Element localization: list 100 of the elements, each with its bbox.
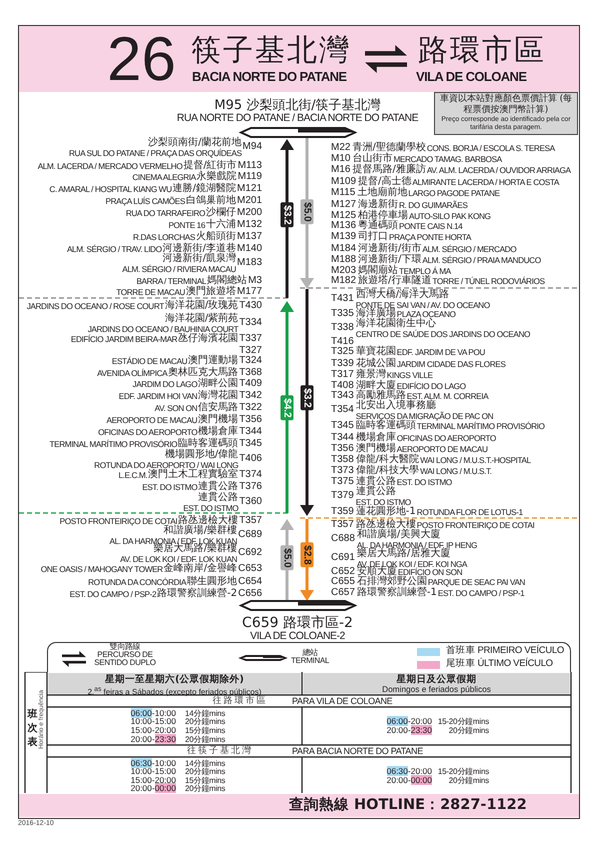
stop-name: OFICINAS DO AEROPORTO — [98, 428, 198, 436]
stop-name: 連貫公路 — [198, 481, 238, 492]
fare-label: $5.0 — [280, 545, 294, 571]
stop-code: T339 — [331, 358, 354, 370]
frequency: 20分鐘mins — [448, 776, 489, 784]
destination-name: BACIA NORTE DO PATANE — [192, 69, 346, 84]
stop-name: 十六浦 — [206, 219, 236, 230]
stop-code: T368 — [239, 367, 262, 379]
stop-name: AL. DA HARMONIA / EDF. IP HENG — [356, 540, 477, 550]
stop-code: T356 — [239, 414, 262, 426]
fare-label: $4.2 — [280, 395, 294, 421]
stop-name: AVENIDA OLÍMPICA — [97, 368, 168, 378]
stop-code: T338 — [331, 322, 354, 334]
stop-code: M136 — [331, 220, 356, 232]
stop-name: WAI LONG / M.U.S.T.-HOSPITAL — [420, 456, 531, 464]
header-text: Domingos e feriados públicos — [381, 685, 492, 694]
stop-name: TORRE / TÚNEL RODOVIÁRIOS — [432, 276, 545, 286]
stop-code: T345 — [239, 438, 262, 450]
stop-code: T430 — [239, 300, 262, 312]
stop-name: BARRA / TERMINAL — [136, 276, 206, 286]
stop-name: OFICINAS DO AEROPORTO — [396, 434, 496, 442]
stop-name: M95 沙梨頭北街/筷子基北灣 — [213, 98, 382, 113]
stop-name: 海洋廣場 — [356, 308, 396, 319]
stop-name: SERVIÇOS DA MIGRAÇÃO DE PAC ON — [356, 412, 494, 420]
stop-name: 臨時客運碼頭 — [356, 420, 416, 432]
stop-name: 奧林匹克大馬路 — [168, 367, 238, 378]
stop-name: L.E.C.M. — [118, 470, 148, 480]
stop-name: EST. DO ISTMO — [396, 478, 452, 486]
time-range: 10:00-15:00 — [130, 767, 176, 776]
stop-name: EST. DO ISTMO — [183, 504, 238, 512]
stop-code: C652 — [331, 566, 355, 577]
stop-name: 連貫公路 — [356, 476, 396, 487]
stop-name: EST. DO ISTMO — [356, 498, 411, 506]
stop-name: POSTO FRONTEIRIÇO DE COTAI — [60, 516, 178, 526]
stop-code: T345 — [331, 420, 354, 432]
section-title: 班次表 — [27, 708, 38, 750]
frequency: 15分鐘mins — [185, 776, 226, 784]
stop-name: 火船頭街 — [196, 231, 236, 242]
time-range: 06:30-10:00 — [130, 758, 176, 768]
footer-band — [19, 794, 579, 817]
stop-name: 連貫公路 — [198, 492, 238, 504]
stop-code: M121 — [236, 183, 262, 195]
stop-name: LARGO PAGODE PATANE — [408, 188, 500, 198]
stop-name: 澳門機場 — [198, 414, 238, 426]
stop-code: T335 — [331, 308, 354, 320]
stop-code: T406 — [239, 453, 262, 465]
stop-name: JARDINS DO OCEANO / BAUHINIA COURT — [88, 324, 238, 334]
stop-code: M94 — [242, 141, 262, 153]
stop-name: 安順大廈 — [356, 566, 397, 577]
stop-code: M119 — [238, 171, 262, 183]
stop-name: 河邊新街/李道巷 — [162, 243, 236, 254]
header-text: 2.$^{as}$ feiras a Sábados (excepto feriados públicos) — [86, 685, 262, 697]
stop-name: 花城公園 — [356, 358, 396, 369]
stop-code: T379 — [331, 490, 354, 502]
legend-text: 雙向路線 PERCURSO DE SENTIDO DUPLO — [93, 643, 157, 667]
stop-name: 和諧廣場/樂群樓 — [164, 524, 238, 536]
stop-name: 海洋花園衛生中心 — [356, 318, 436, 330]
stop-name: 沙欄仔 — [206, 207, 236, 218]
stop-code: M125 — [331, 210, 356, 221]
route-number: 26 — [107, 30, 176, 90]
stop-name: EDIFÍCIO ON SON — [398, 568, 462, 576]
stop-name: ESTÁDIO DE MACAU — [112, 356, 188, 366]
stop-name: 湖畔大廈 — [356, 380, 396, 391]
stop-name: RUA SUL DO PATANE / PRAÇA DAS ORQUÍDEAS — [68, 148, 242, 158]
stop-code: C688 — [331, 533, 355, 545]
stop-name: 臨時客運碼頭 — [178, 438, 238, 449]
direction-text: PARA VILA DE COLOANE — [292, 696, 392, 707]
stop-name: 土地廟前地 — [357, 187, 408, 198]
stop-name: 青洲/聖德蘭學校 — [352, 142, 426, 153]
stop-name: 司打口 — [358, 231, 388, 242]
stop-code: T356 — [331, 443, 354, 455]
stop-name: CENTRO DE SAÚDE DOS JARDINS DO OCEANO — [356, 330, 530, 338]
stop-code: T374 — [239, 469, 262, 481]
stop-name: 海灣花園 — [198, 390, 238, 402]
stop-code: M16 — [331, 164, 350, 176]
time-range: 15:00-20:00 — [130, 726, 176, 734]
frequency: 20分鐘mins — [185, 734, 226, 744]
stop-name: 石排灣郊野公園 — [356, 576, 427, 587]
stop-code: M10 — [331, 153, 350, 165]
stop-name: 高勵雅馬路 — [356, 390, 406, 401]
stop-code: M183 — [236, 257, 262, 269]
stop-name: TERMINAL MARÍTIMO PROVISÓRIO — [50, 440, 178, 448]
stop-name: PONTE DE SAI VAN / AV. DO OCEANO — [356, 300, 490, 310]
header-text: 星期日及公眾假期 — [396, 674, 478, 685]
stop-code: T431 — [331, 293, 354, 305]
stop-name: 路氹邊檢大樓 — [178, 515, 238, 526]
frequency: 20分鐘mins — [185, 717, 226, 726]
stop-name: 粵通碼頭 — [358, 220, 398, 231]
stop-name: 信安馬路 — [198, 402, 238, 414]
stop-name: 連貫公路 — [356, 486, 396, 498]
stop-code: T416 — [331, 336, 354, 347]
stop-name: 機場倉庫 — [356, 432, 396, 443]
stop-code: T375 — [331, 476, 354, 488]
stop-name: 沙梨頭南街/蘭花前地 — [148, 136, 242, 148]
stop-code: T357 — [331, 519, 354, 531]
frequency: 20分鐘mins — [185, 767, 226, 776]
stop-code: M3 — [248, 275, 262, 287]
fare-label: $2.8 — [300, 542, 314, 568]
time-range: 06:30-20:00 — [386, 766, 432, 776]
stop-name: EDIFÍCIO DO LAGO — [396, 382, 466, 390]
